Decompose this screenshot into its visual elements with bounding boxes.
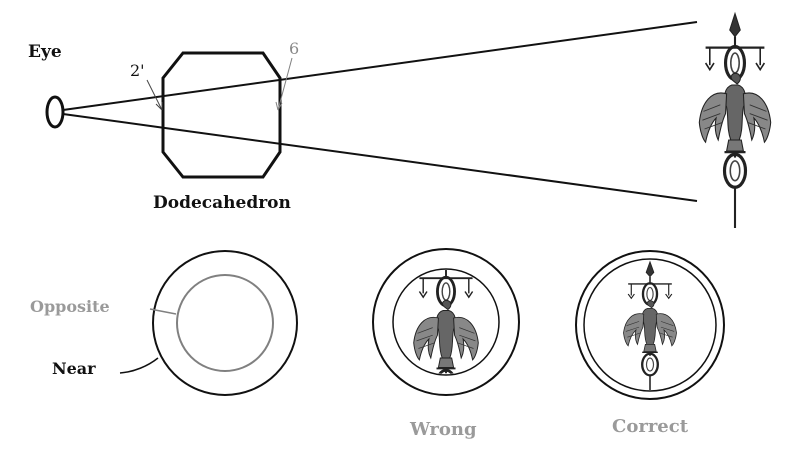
correct-eagle-figure: [622, 260, 678, 390]
wrong-label: Wrong: [409, 419, 477, 440]
eye-icon: [45, 95, 65, 129]
face-mark-arrow: [277, 57, 293, 111]
near-label: Near: [52, 359, 96, 378]
wrong-inner-circle: [392, 268, 500, 376]
opposite-inner-circle: [176, 274, 274, 372]
upper-sight-ray: [62, 21, 698, 111]
opposite-pointer: [149, 308, 177, 315]
wrong-outer-circle: [372, 248, 520, 396]
dodecahedron-label: Dodecahedron: [153, 193, 291, 213]
ray-mark-arrow: [146, 79, 163, 111]
lower-sight-ray: [62, 113, 698, 202]
correct-outer-circle: [575, 250, 725, 400]
correct-inner-circle: [583, 258, 717, 392]
wrong-eagle-figure: [412, 270, 480, 374]
ray-mark-arrowhead: [155, 102, 163, 111]
face-mark-label: 6: [289, 39, 299, 58]
correct-label: Correct: [612, 416, 689, 437]
near-outer-circle: [152, 250, 298, 396]
opposite-label: Opposite: [30, 297, 110, 316]
eye-label: Eye: [28, 42, 62, 62]
ray-mark-label: 2': [130, 61, 145, 80]
dodecahedron-shape: [161, 51, 282, 179]
near-pointer: [119, 357, 159, 374]
face-mark-arrowhead: [275, 101, 283, 111]
eagle-standard-figure: [697, 11, 773, 230]
